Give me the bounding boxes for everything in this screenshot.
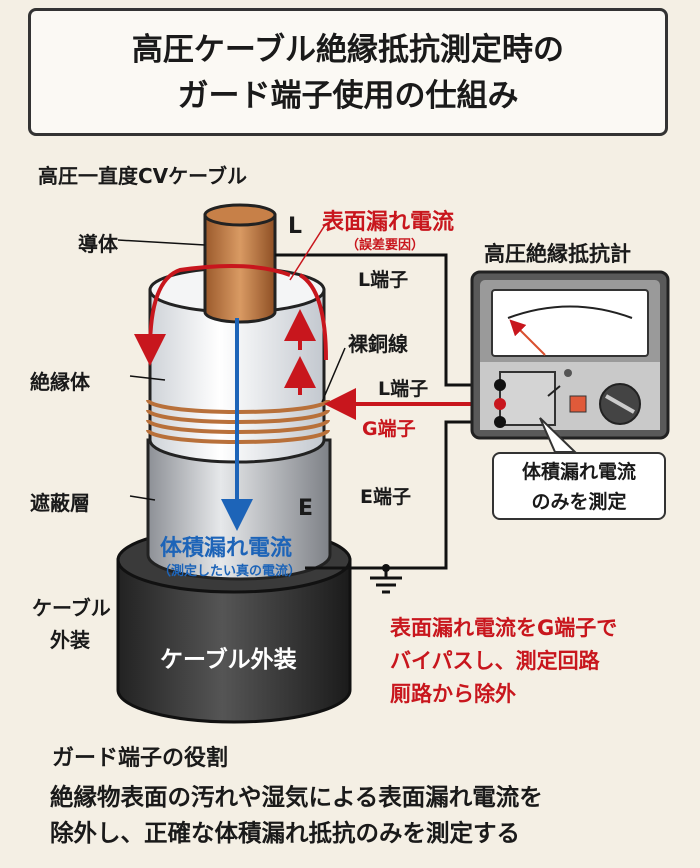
callout-line-2: のみを測定 [531,491,627,513]
meter-callout: 体積漏れ電流 のみを測定 [492,452,666,520]
sheath-on-cable-label: ケーブル外装 [160,647,297,673]
insulation-tester [470,270,670,453]
g-terminal[interactable] [494,398,506,410]
shield-label: 遮蔽層 [30,491,90,515]
bypass-note-line: バイパスし、測定回路 [390,649,600,673]
callout-line-1: 体積漏れ電流 [521,461,636,483]
bypass-note-line: 厠路から除外 [390,682,516,706]
volume-current-note: （測定したい真の電流） [158,564,302,579]
role-line-1: 絶縁物表面の汚れや湿気による表面漏れ電流を [50,783,543,811]
bare-copper-label: 裸銅線 [348,332,408,356]
insulator-label: 絶縁体 [30,370,90,394]
bypass-note-line: 表面漏れ電流をG端子で [390,616,618,640]
role-line-2: 除外し、正確な体積漏れ抵抗のみを測定する [50,819,520,847]
e-terminal-label: E端子 [360,486,411,508]
sheath-label-2: 外装 [50,628,90,652]
g-terminal-label: G端子 [362,418,416,440]
cable-type-label: 高圧一直度CVケーブル [38,164,247,188]
e-marker: E [298,496,314,521]
e-terminal[interactable] [494,416,506,428]
conductor [203,203,277,324]
surface-current-title: 表面漏れ電流 [322,210,455,235]
l-terminal[interactable] [494,379,506,391]
sheath-label-1: ケーブル [32,596,111,620]
title-line-1: 高圧ケーブル絶縁抵抗測定時の [131,32,565,68]
volume-current-title: 体積漏れ電流 [160,536,293,561]
role-heading: ガード端子の役割 [52,746,229,771]
meter-title: 高圧絶縁抵抗計 [484,242,631,266]
conductor-label: 導体 [78,232,118,256]
l-marker: L [288,214,303,239]
surface-current-note: （誤差要因） [346,238,425,253]
l-terminal-label: L端子 [378,378,429,400]
title-line-2: ガード端子使用の仕組み [177,78,519,114]
title-box: 高圧ケーブル絶縁抵抗測定時の ガード端子使用の仕組み [28,8,668,136]
l-terminal-label-top: L端子 [358,269,409,291]
bypass-note: 表面漏れ電流をG端子で バイパスし、測定回路 厠路から除外 [390,612,617,711]
